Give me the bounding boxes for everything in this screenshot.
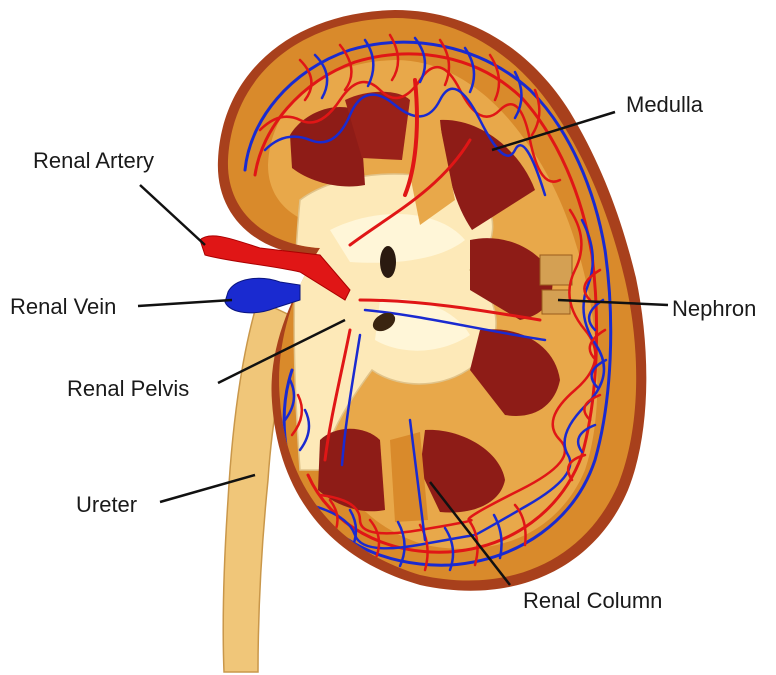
label-renal-artery: Renal Artery [33, 150, 154, 172]
label-nephron: Nephron [672, 298, 756, 320]
label-renal-column: Renal Column [523, 590, 662, 612]
leader-renal-vein [138, 300, 232, 306]
label-renal-pelvis: Renal Pelvis [67, 378, 189, 400]
leader-renal-artery [140, 185, 205, 245]
renal-vein-vessel [225, 278, 300, 312]
label-medulla: Medulla [626, 94, 703, 116]
label-renal-vein: Renal Vein [10, 296, 116, 318]
label-ureter: Ureter [76, 494, 137, 516]
